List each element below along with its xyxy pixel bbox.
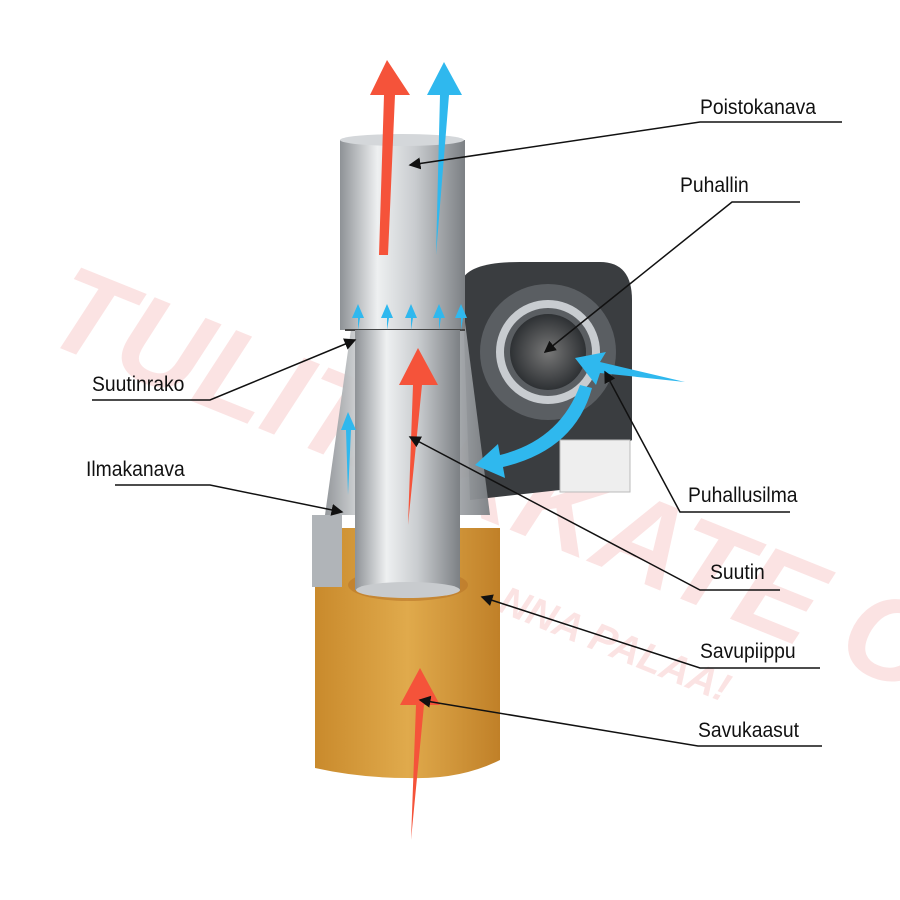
label-ilmakanava: Ilmakanava (86, 458, 185, 481)
label-puhallin: Puhallin (680, 174, 749, 197)
label-suutinrako: Suutinrako (92, 373, 185, 396)
label-savukaasut: Savukaasut (698, 719, 799, 742)
label-poistokanava: Poistokanava (700, 96, 817, 119)
label-savupiippu: Savupiippu (700, 640, 796, 663)
exhaust-pipe (340, 140, 465, 330)
label-puhallusilma: Puhallusilma (688, 484, 798, 507)
air-arrows (341, 62, 685, 495)
leader-lines (92, 121, 842, 747)
label-suutin: Suutin (710, 561, 765, 584)
